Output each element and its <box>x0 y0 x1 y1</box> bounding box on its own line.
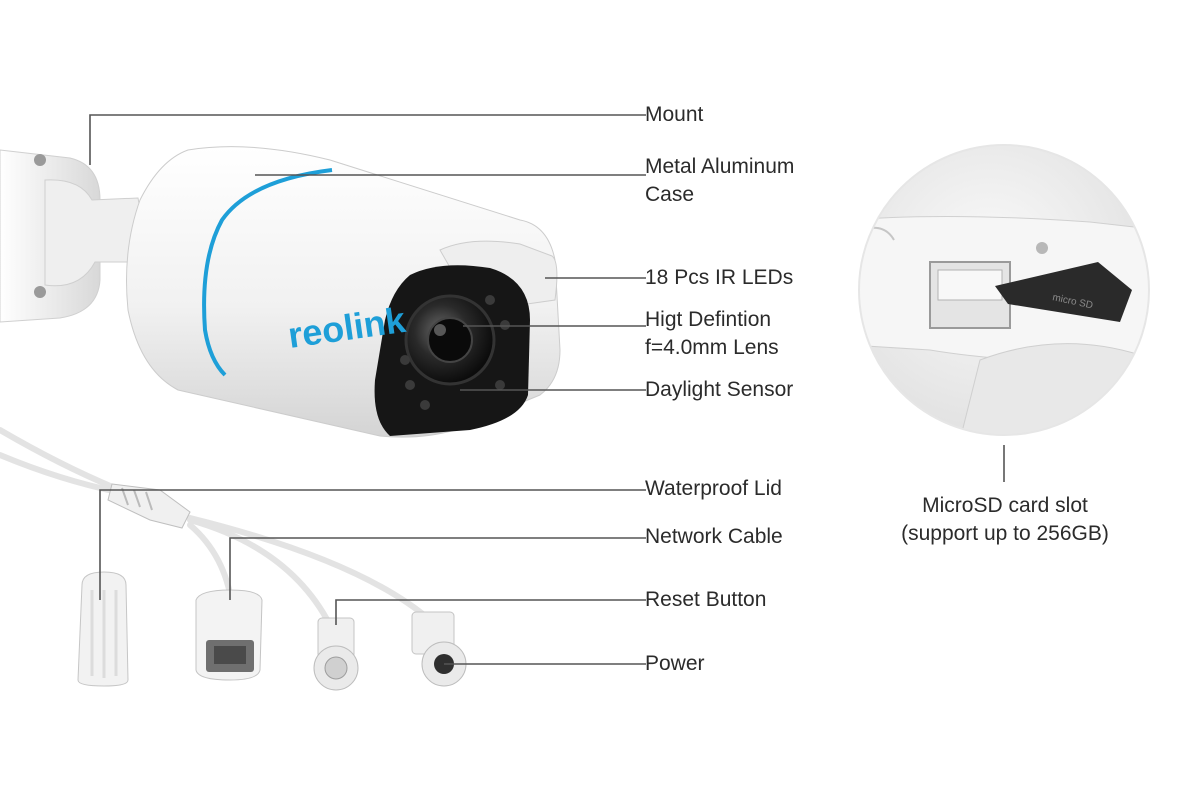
label-daylight-sensor: Daylight Sensor <box>645 378 794 401</box>
wall-mount <box>0 149 151 323</box>
network-connector-icon <box>195 589 263 681</box>
screw-icon <box>1036 242 1048 254</box>
camera-body: reolink <box>126 146 561 438</box>
microsd-zoom: micro SD <box>858 144 1150 436</box>
label-power: Power <box>645 652 705 675</box>
label-mount: Mount <box>645 103 704 126</box>
callout-lines <box>89 114 1005 665</box>
microsd-card-icon: micro SD <box>995 262 1132 322</box>
label-ir-leds: 18 Pcs IR LEDs <box>645 266 794 289</box>
screw-icon <box>34 154 46 166</box>
lid-cap-icon <box>77 571 129 687</box>
label-reset-button: Reset Button <box>645 588 767 611</box>
label-lens: Higt Defintion f=4.0mm Lens <box>645 308 779 359</box>
screw-icon <box>34 286 46 298</box>
label-microsd-slot: MicroSD card slot (support up to 256GB) <box>901 494 1109 545</box>
power-connector-icon <box>411 611 467 687</box>
label-waterproof-lid: Waterproof Lid <box>645 477 782 500</box>
label-metal-case: Metal Aluminum Case <box>645 155 795 206</box>
accent-stripe <box>202 168 333 377</box>
label-network-cable: Network Cable <box>645 525 783 548</box>
reset-connector-icon <box>313 617 359 691</box>
ir-led-icons <box>400 295 510 410</box>
